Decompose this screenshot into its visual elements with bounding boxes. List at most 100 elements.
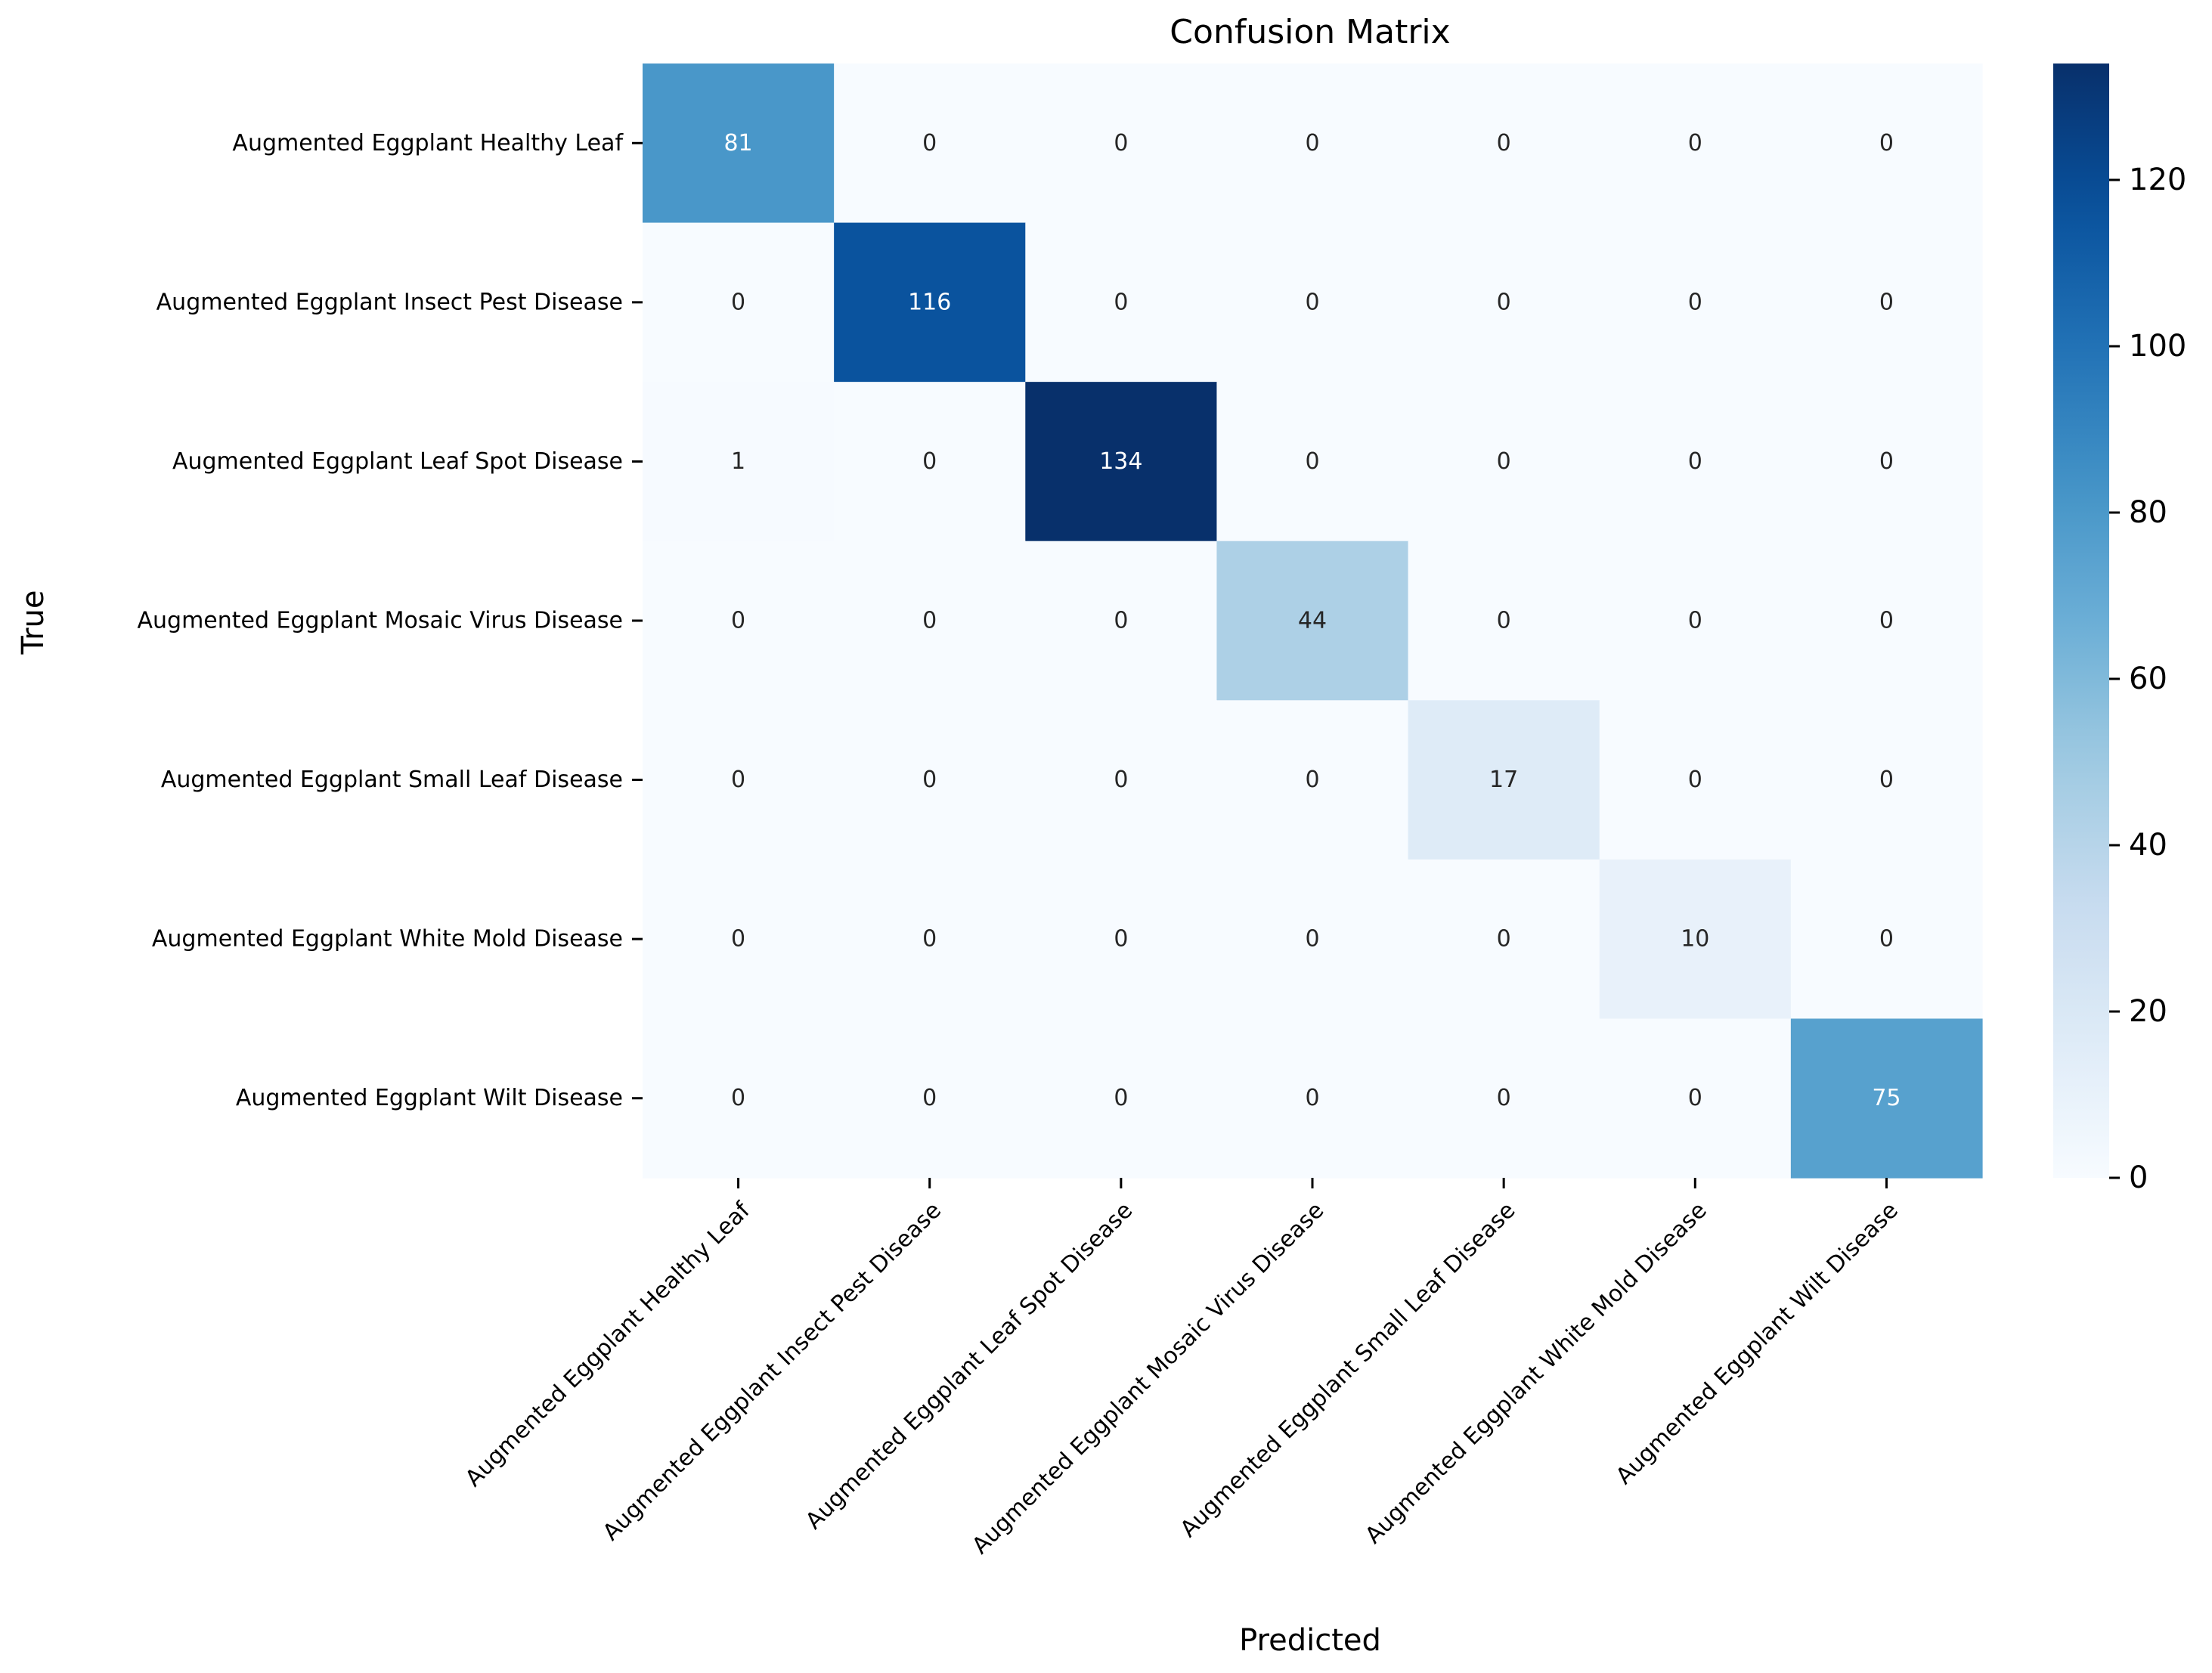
heatmap-cell: [834, 64, 1026, 224]
cell-value-label: 0: [922, 1085, 937, 1111]
heatmap-cell: [834, 1018, 1026, 1179]
x-axis-ticks: Augmented Eggplant Healthy LeafAugmented…: [460, 1178, 1904, 1560]
x-tick-label: Augmented Eggplant Small Leaf Disease: [1176, 1197, 1521, 1543]
cell-value-label: 0: [1688, 448, 1702, 475]
cell-value-label: 0: [1497, 926, 1511, 953]
cell-value-label: 0: [1114, 289, 1128, 315]
heatmap-cell: [834, 859, 1026, 1020]
chart-title: Confusion Matrix: [1170, 13, 1450, 51]
heatmap-cell: [1216, 541, 1409, 701]
cell-value-label: 0: [731, 289, 745, 315]
heatmap-cell: [1025, 64, 1218, 224]
x-tick-label: Augmented Eggplant White Mold Disease: [1360, 1197, 1712, 1549]
y-tick-label: Augmented Eggplant Wilt Disease: [236, 1085, 623, 1111]
x-tick-label: Augmented Eggplant Insect Pest Disease: [598, 1197, 946, 1546]
cell-value-label: 44: [1298, 608, 1327, 634]
heatmap-cell: [643, 1018, 835, 1179]
heatmap-cell: [1599, 1018, 1792, 1179]
cell-value-label: 0: [1879, 767, 1894, 793]
heatmap-cell: [643, 541, 835, 701]
y-tick-label: Augmented Eggplant Insect Pest Disease: [156, 289, 623, 315]
colorbar-tick-label: 100: [2129, 329, 2186, 364]
heatmap-cells: [643, 64, 1983, 1179]
cell-value-label: 0: [731, 608, 745, 634]
heatmap-cell: [1790, 541, 1983, 701]
cell-value-label: 0: [1879, 926, 1894, 953]
colorbar-gradient: [2053, 64, 2109, 1178]
cell-value-label: 0: [731, 926, 745, 953]
cell-value-label: 0: [922, 130, 937, 156]
cell-value-label: 0: [1305, 767, 1319, 793]
heatmap-cell: [834, 541, 1026, 701]
heatmap-cell: [643, 859, 835, 1020]
colorbar-tick-label: 60: [2129, 661, 2167, 696]
x-tick-label: Augmented Eggplant Mosaic Virus Disease: [967, 1197, 1329, 1560]
heatmap-cell: [1025, 541, 1218, 701]
colorbar-tick-label: 120: [2129, 163, 2186, 197]
heatmap-cell: [834, 700, 1026, 860]
heatmap-cell: [1025, 382, 1218, 542]
heatmap-cell: [1216, 382, 1409, 542]
y-tick-label: Augmented Eggplant Leaf Spot Disease: [172, 448, 623, 475]
cell-value-label: 0: [1497, 608, 1511, 634]
cell-value-label: 0: [922, 608, 937, 634]
heatmap-cell: [1216, 222, 1409, 383]
cell-value-label: 0: [922, 926, 937, 953]
cell-value-label: 0: [922, 448, 937, 475]
heatmap-cell: [1216, 1018, 1409, 1179]
heatmap-cell: [1599, 382, 1792, 542]
colorbar-tick-label: 0: [2129, 1160, 2148, 1195]
heatmap-cell: [1408, 1018, 1600, 1179]
x-tick-label: Augmented Eggplant Leaf Spot Disease: [801, 1197, 1138, 1535]
cell-value-label: 0: [1114, 767, 1128, 793]
heatmap-cell: [1408, 541, 1600, 701]
y-tick-label: Augmented Eggplant Healthy Leaf: [232, 130, 624, 156]
cell-value-label: 0: [1688, 1085, 1702, 1111]
cell-value-label: 0: [1114, 926, 1128, 953]
y-axis-ticks: Augmented Eggplant Healthy LeafAugmented…: [137, 130, 643, 1111]
cell-value-label: 0: [1879, 130, 1894, 156]
cell-value-label: 0: [1688, 289, 1702, 315]
heatmap-cell: [1216, 700, 1409, 860]
cell-value-label: 0: [1497, 448, 1511, 475]
heatmap-cell: [1025, 859, 1218, 1020]
y-tick-label: Augmented Eggplant Mosaic Virus Disease: [137, 608, 623, 634]
heatmap-cell: [1790, 382, 1983, 542]
heatmap-cell: [643, 700, 835, 860]
cell-value-label: 0: [1114, 1085, 1128, 1111]
cell-value-label: 0: [1688, 130, 1702, 156]
heatmap-cell: [1790, 859, 1983, 1020]
heatmap-cell: [1216, 64, 1409, 224]
heatmap-cell: [1408, 64, 1600, 224]
heatmap-cell: [1025, 700, 1218, 860]
cell-value-label: 0: [922, 767, 937, 793]
heatmap-cell: [1408, 700, 1600, 860]
cell-value-label: 0: [731, 767, 745, 793]
y-axis-label: True: [16, 590, 51, 655]
heatmap-cell: [1408, 222, 1600, 383]
cell-value-label: 0: [1305, 448, 1319, 475]
cell-value-label: 10: [1681, 926, 1709, 953]
heatmap-cell: [1599, 541, 1792, 701]
cell-value-label: 0: [1114, 608, 1128, 634]
cell-value-label: 81: [723, 130, 752, 156]
cell-value-label: 0: [1879, 289, 1894, 315]
heatmap-cell: [1599, 64, 1792, 224]
cell-value-label: 0: [1305, 130, 1319, 156]
colorbar-tick-label: 40: [2129, 828, 2167, 863]
heatmap-cell: [643, 382, 835, 542]
cell-value-label: 116: [908, 289, 951, 315]
cell-value-label: 0: [1879, 608, 1894, 634]
cell-value-label: 0: [1305, 926, 1319, 953]
cell-value-label: 75: [1872, 1085, 1901, 1111]
cell-value-label: 0: [1305, 1085, 1319, 1111]
y-tick-label: Augmented Eggplant Small Leaf Disease: [161, 767, 623, 793]
cell-value-label: 0: [1497, 130, 1511, 156]
heatmap-cell: [643, 222, 835, 383]
heatmap-cell: [643, 64, 835, 224]
heatmap-cell: [1599, 700, 1792, 860]
heatmap-cell: [1216, 859, 1409, 1020]
